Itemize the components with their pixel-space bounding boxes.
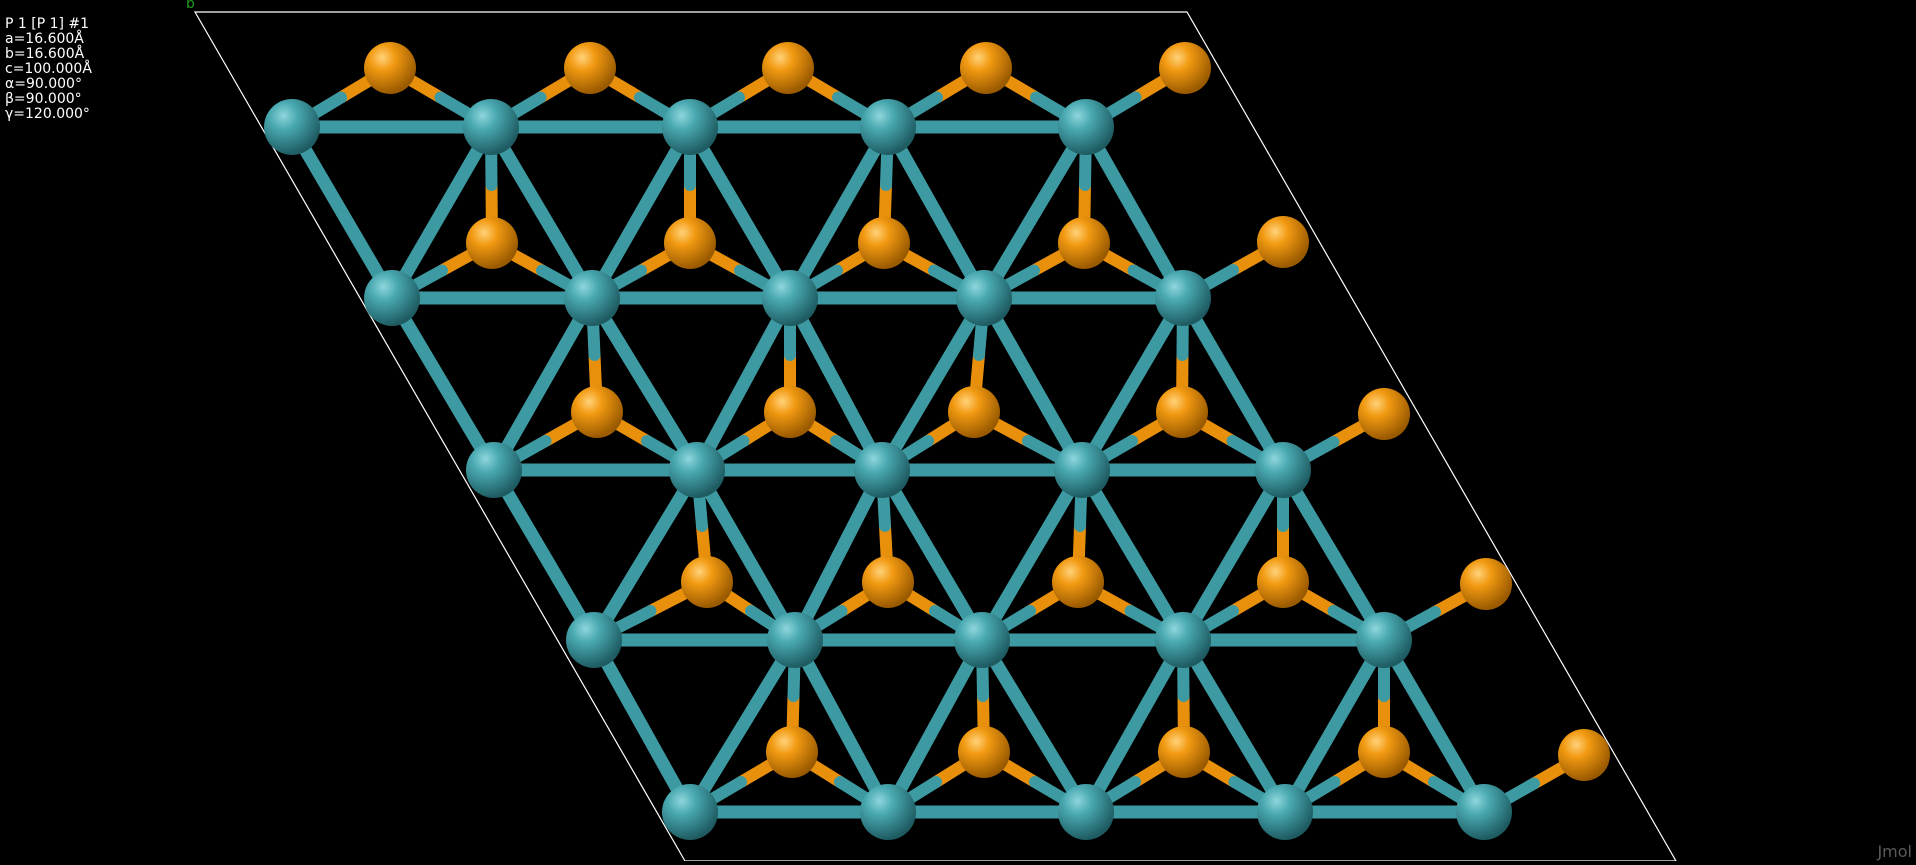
metal-atom[interactable] — [1155, 612, 1211, 668]
metal-atom[interactable] — [466, 442, 522, 498]
ligand-atom[interactable] — [1052, 556, 1104, 608]
cell-c-label: c=100.000Å — [5, 61, 92, 77]
ligand-atom[interactable] — [1159, 42, 1211, 94]
axis-b-label: b — [186, 0, 195, 12]
atom-layer — [264, 42, 1610, 840]
metal-atom[interactable] — [860, 784, 916, 840]
ligand-atom[interactable] — [1058, 217, 1110, 269]
ligand-atom[interactable] — [764, 386, 816, 438]
metal-atom[interactable] — [564, 270, 620, 326]
cell-gamma-label: γ=120.000° — [5, 106, 90, 122]
metal-atom[interactable] — [1257, 784, 1313, 840]
metal-atom[interactable] — [669, 442, 725, 498]
cell-a-label: a=16.600Å — [5, 31, 84, 47]
ligand-atom[interactable] — [948, 386, 1000, 438]
metal-atom[interactable] — [264, 99, 320, 155]
metal-atom[interactable] — [364, 270, 420, 326]
ligand-atom[interactable] — [1358, 726, 1410, 778]
ligand-atom[interactable] — [466, 217, 518, 269]
metal-atom[interactable] — [956, 270, 1012, 326]
ligand-atom[interactable] — [1558, 729, 1610, 781]
metal-atom[interactable] — [767, 612, 823, 668]
metal-atom[interactable] — [1456, 784, 1512, 840]
ligand-atom[interactable] — [1460, 558, 1512, 610]
metal-atom[interactable] — [1356, 612, 1412, 668]
ligand-atom[interactable] — [858, 217, 910, 269]
metal-atom[interactable] — [463, 99, 519, 155]
metal-atom[interactable] — [566, 612, 622, 668]
cell-alpha-label: α=90.000° — [5, 76, 82, 92]
ligand-atom[interactable] — [564, 42, 616, 94]
ligand-atom[interactable] — [1358, 388, 1410, 440]
ligand-atom[interactable] — [958, 726, 1010, 778]
metal-atom[interactable] — [662, 784, 718, 840]
metal-atom[interactable] — [1058, 99, 1114, 155]
ligand-atom[interactable] — [664, 217, 716, 269]
metal-atom[interactable] — [762, 270, 818, 326]
ligand-atom[interactable] — [1156, 386, 1208, 438]
ligand-atom[interactable] — [1158, 726, 1210, 778]
ligand-atom[interactable] — [1257, 216, 1309, 268]
ligand-atom[interactable] — [1257, 556, 1309, 608]
jmol-watermark: Jmol — [1877, 842, 1912, 861]
bond-layer — [285, 62, 1590, 819]
unit-cell-info: P 1 [P 1] #1 a=16.600Å b=16.600Å c=100.0… — [5, 17, 92, 122]
ligand-atom[interactable] — [862, 556, 914, 608]
cell-beta-label: β=90.000° — [5, 91, 82, 107]
metal-atom[interactable] — [1054, 442, 1110, 498]
metal-atom[interactable] — [854, 442, 910, 498]
ligand-atom[interactable] — [762, 42, 814, 94]
metal-atom[interactable] — [1155, 270, 1211, 326]
metal-atom[interactable] — [662, 99, 718, 155]
metal-atom[interactable] — [860, 99, 916, 155]
metal-atom[interactable] — [1058, 784, 1114, 840]
ligand-atom[interactable] — [960, 42, 1012, 94]
ligand-atom[interactable] — [571, 386, 623, 438]
space-group-label: P 1 [P 1] #1 — [5, 16, 90, 32]
cell-b-label: b=16.600Å — [5, 46, 85, 62]
ligand-atom[interactable] — [681, 556, 733, 608]
ligand-atom[interactable] — [364, 42, 416, 94]
metal-atom[interactable] — [1255, 442, 1311, 498]
ligand-atom[interactable] — [766, 726, 818, 778]
metal-atom[interactable] — [954, 612, 1010, 668]
